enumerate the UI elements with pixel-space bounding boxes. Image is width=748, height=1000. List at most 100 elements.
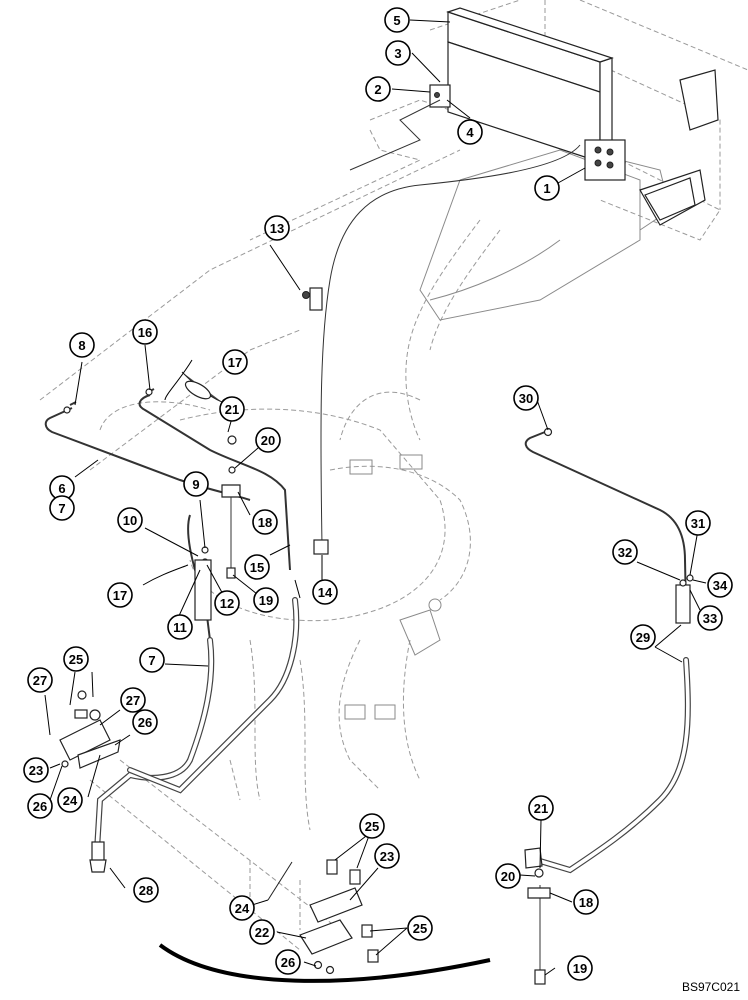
oil-cooler-assembly — [429, 7, 719, 226]
callout-circle — [312, 579, 338, 605]
callout-number: 22 — [255, 925, 269, 940]
callout-number: 26 — [138, 715, 152, 730]
callout-number: 11 — [173, 620, 187, 635]
callout-number: 17 — [228, 355, 242, 370]
callout-number: 33 — [703, 611, 717, 626]
callout-number: 20 — [501, 869, 515, 884]
callout-circle — [374, 843, 400, 869]
callout-circle — [219, 396, 245, 422]
callout-circle — [167, 614, 193, 640]
callout-circle — [107, 582, 133, 608]
callout-circle — [612, 539, 638, 565]
callout-31: 31 — [685, 510, 711, 536]
hydraulic-tubing — [44, 99, 691, 975]
callout-circle — [252, 509, 278, 535]
callout-circle — [697, 605, 723, 631]
callout-circle — [573, 889, 599, 915]
callout-circle — [528, 795, 554, 821]
callout-circle — [244, 554, 270, 580]
callout-10: 10 — [117, 507, 143, 533]
callout-number: 12 — [220, 596, 234, 611]
callout-1: 1 — [534, 175, 560, 201]
callout-8: 8 — [69, 332, 95, 358]
callout-number: 18 — [579, 895, 593, 910]
callout-27: 27 — [27, 667, 53, 693]
callout-circle — [229, 895, 255, 921]
callout-26: 26 — [132, 709, 158, 735]
callout-number: 25 — [365, 819, 379, 834]
callout-number: 34 — [713, 578, 728, 593]
callout-number: 28 — [139, 883, 153, 898]
callout-circle — [183, 471, 209, 497]
callout-number: 18 — [258, 515, 272, 530]
callout-number: 15 — [250, 560, 264, 575]
callout-number: 17 — [113, 588, 127, 603]
callout-circle — [222, 349, 248, 375]
callout-circle — [132, 319, 158, 345]
callout-circle — [384, 7, 410, 33]
callout-circle — [264, 215, 290, 241]
callout-number: 9 — [192, 477, 199, 492]
callout-circle — [133, 877, 159, 903]
callout-24: 24 — [57, 787, 83, 813]
callout-number: 14 — [318, 585, 333, 600]
callout-number: 27 — [33, 673, 47, 688]
callout-circle — [707, 572, 733, 598]
callout-number: 29 — [636, 630, 650, 645]
callouts: 1234567891011121314151617171819202172527… — [23, 7, 733, 981]
callout-circle — [385, 40, 411, 66]
callout-20: 20 — [495, 863, 521, 889]
callout-number: 8 — [78, 338, 85, 353]
hardware-parts — [59, 287, 694, 985]
callout-25: 25 — [407, 915, 433, 941]
callout-number: 6 — [58, 481, 65, 496]
sender-13 — [309, 287, 323, 311]
callout-number: 27 — [126, 693, 140, 708]
callout-number: 21 — [225, 402, 239, 417]
callout-circle — [49, 495, 75, 521]
figure-code-label: BS97C021 — [681, 980, 740, 994]
callout-circle — [214, 590, 240, 616]
callout-circle — [117, 507, 143, 533]
callout-circle — [275, 949, 301, 975]
callout-number: 30 — [519, 391, 533, 406]
callout-number: 2 — [374, 82, 381, 97]
callout-5: 5 — [384, 7, 410, 33]
callout-circle — [534, 175, 560, 201]
callout-3: 3 — [385, 40, 411, 66]
callout-circle — [630, 624, 656, 650]
callout-circle — [495, 863, 521, 889]
callout-17: 17 — [222, 349, 248, 375]
machine-frame-ghost-outline — [39, 0, 748, 951]
callout-30: 30 — [513, 385, 539, 411]
callout-circle — [685, 510, 711, 536]
callout-23: 23 — [23, 757, 49, 783]
callout-circle — [513, 385, 539, 411]
callout-17: 17 — [107, 582, 133, 608]
callout-number: 25 — [69, 652, 83, 667]
callout-circle — [23, 757, 49, 783]
callout-circle — [27, 793, 53, 819]
callout-21: 21 — [219, 396, 245, 422]
callout-28: 28 — [133, 877, 159, 903]
callout-number: 19 — [259, 593, 273, 608]
callout-number: 21 — [534, 801, 548, 816]
callout-circle — [63, 646, 89, 672]
callout-19: 19 — [567, 955, 593, 981]
callout-circle — [365, 76, 391, 102]
callout-circle — [359, 813, 385, 839]
callout-number: 32 — [618, 545, 632, 560]
callout-circle — [407, 915, 433, 941]
callout-18: 18 — [252, 509, 278, 535]
callout-number: 31 — [691, 516, 705, 531]
callout-number: 13 — [270, 221, 284, 236]
callout-circle — [457, 119, 483, 145]
callout-15: 15 — [244, 554, 270, 580]
callout-number: 16 — [138, 325, 152, 340]
callout-9: 9 — [183, 471, 209, 497]
callout-26: 26 — [27, 793, 53, 819]
callout-13: 13 — [264, 215, 290, 241]
callout-number: 7 — [58, 501, 65, 516]
callout-circle — [139, 647, 165, 673]
